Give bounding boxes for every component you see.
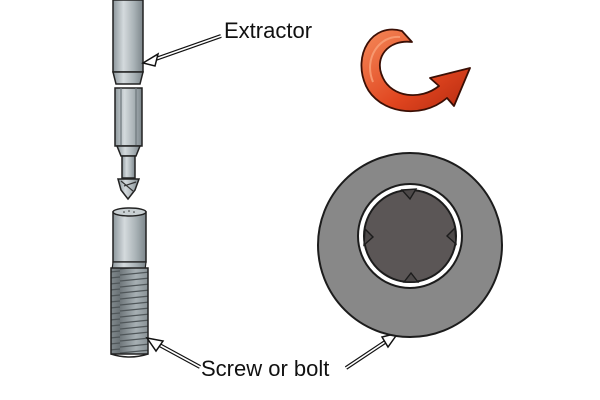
extractor-callout-arrowhead (141, 52, 160, 67)
extractor-tip (117, 178, 141, 201)
flute-left (363, 227, 375, 247)
flute-bottom (402, 271, 420, 283)
flute-top (400, 188, 418, 201)
clockwise-rotation-arrow-icon (360, 28, 471, 113)
flute-right (445, 226, 457, 246)
extractor-taper (112, 71, 144, 85)
bolt-end-callout (344, 331, 400, 370)
bolt-shank (112, 211, 147, 263)
extractor-tool (112, 0, 144, 201)
extractor-core (363, 189, 457, 283)
extractor-shank (112, 0, 144, 73)
extractor-hex-section (114, 87, 143, 147)
extractor-callout (141, 34, 222, 67)
screw-callout (145, 336, 201, 369)
bolt-top-face (112, 207, 147, 217)
extractor-shaft (121, 155, 136, 179)
screw-or-bolt-label: Screw or bolt (201, 356, 330, 381)
screw-callout-arrowhead-left (145, 336, 165, 353)
screw-bolt (110, 207, 149, 358)
bolt-threads (110, 267, 149, 355)
bolt-end-view (317, 152, 503, 338)
extractor-label: Extractor (224, 18, 313, 43)
